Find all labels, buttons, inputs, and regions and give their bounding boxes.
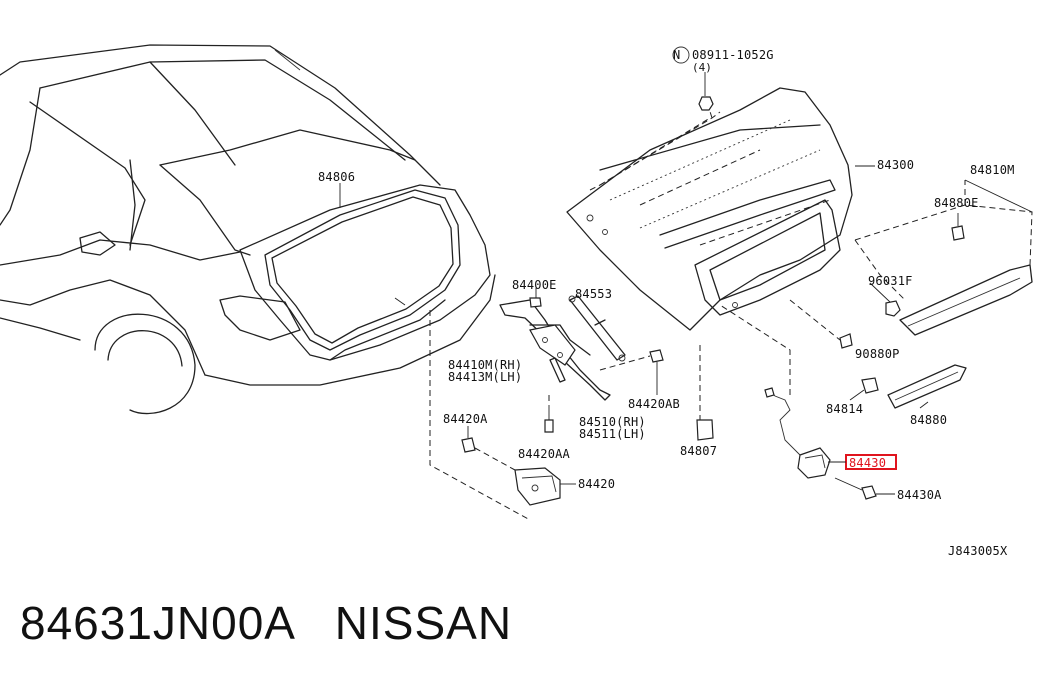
label-90880P: 90880P	[855, 347, 900, 361]
label-84806: 84806	[318, 170, 355, 184]
rear-spoiler	[854, 179, 1033, 336]
label-84511: 84511(LH)	[579, 427, 646, 441]
label-84420AB: 84420AB	[628, 397, 680, 411]
label-84880: 84880	[910, 413, 947, 427]
caption-part-number: 84631JN00A	[20, 597, 294, 649]
nut-symbol-label: N	[673, 48, 680, 62]
clip-96031F	[869, 282, 901, 317]
nut-qty-label: (4)	[692, 61, 712, 74]
label-84400E: 84400E	[512, 278, 557, 292]
label-84420AA: 84420AA	[518, 447, 571, 461]
label-84814: 84814	[826, 402, 863, 416]
label-84880E: 84880E	[934, 196, 979, 210]
car-body-illustration	[0, 44, 531, 521]
label-84430A: 84430A	[897, 488, 942, 502]
label-84510: 84510(RH)	[579, 415, 646, 429]
caption-brand: NISSAN	[334, 597, 513, 649]
label-84410M: 84410M(RH)	[448, 358, 522, 372]
finisher-84880	[887, 364, 967, 409]
label-84553: 84553	[575, 287, 612, 301]
trunk-lid	[566, 87, 853, 420]
label-84807: 84807	[680, 444, 717, 458]
reference-code: J843005X	[948, 544, 1008, 558]
bumper-84807	[696, 419, 714, 441]
label-84430: 84430	[849, 456, 886, 470]
bracket-84814	[849, 377, 879, 401]
label-84300: 84300	[877, 158, 914, 172]
trunk-lock-assembly	[719, 304, 877, 500]
label-96031F: 96031F	[868, 274, 913, 288]
caption: 84631JN00A NISSAN	[20, 596, 512, 650]
hinge-assembly	[461, 288, 664, 506]
label-84810M: 84810M	[970, 163, 1015, 177]
label-84420A: 84420A	[443, 412, 488, 426]
plug-90880P	[789, 299, 853, 349]
label-84413M: 84413M(LH)	[448, 370, 522, 384]
nut-part-label: 08911-1052G	[692, 48, 774, 62]
part-labels: N 08911-1052G (4) 84806 84300 84810M 848…	[318, 48, 1015, 558]
label-84420: 84420	[578, 477, 615, 491]
nut-08911-1052G	[672, 46, 714, 111]
